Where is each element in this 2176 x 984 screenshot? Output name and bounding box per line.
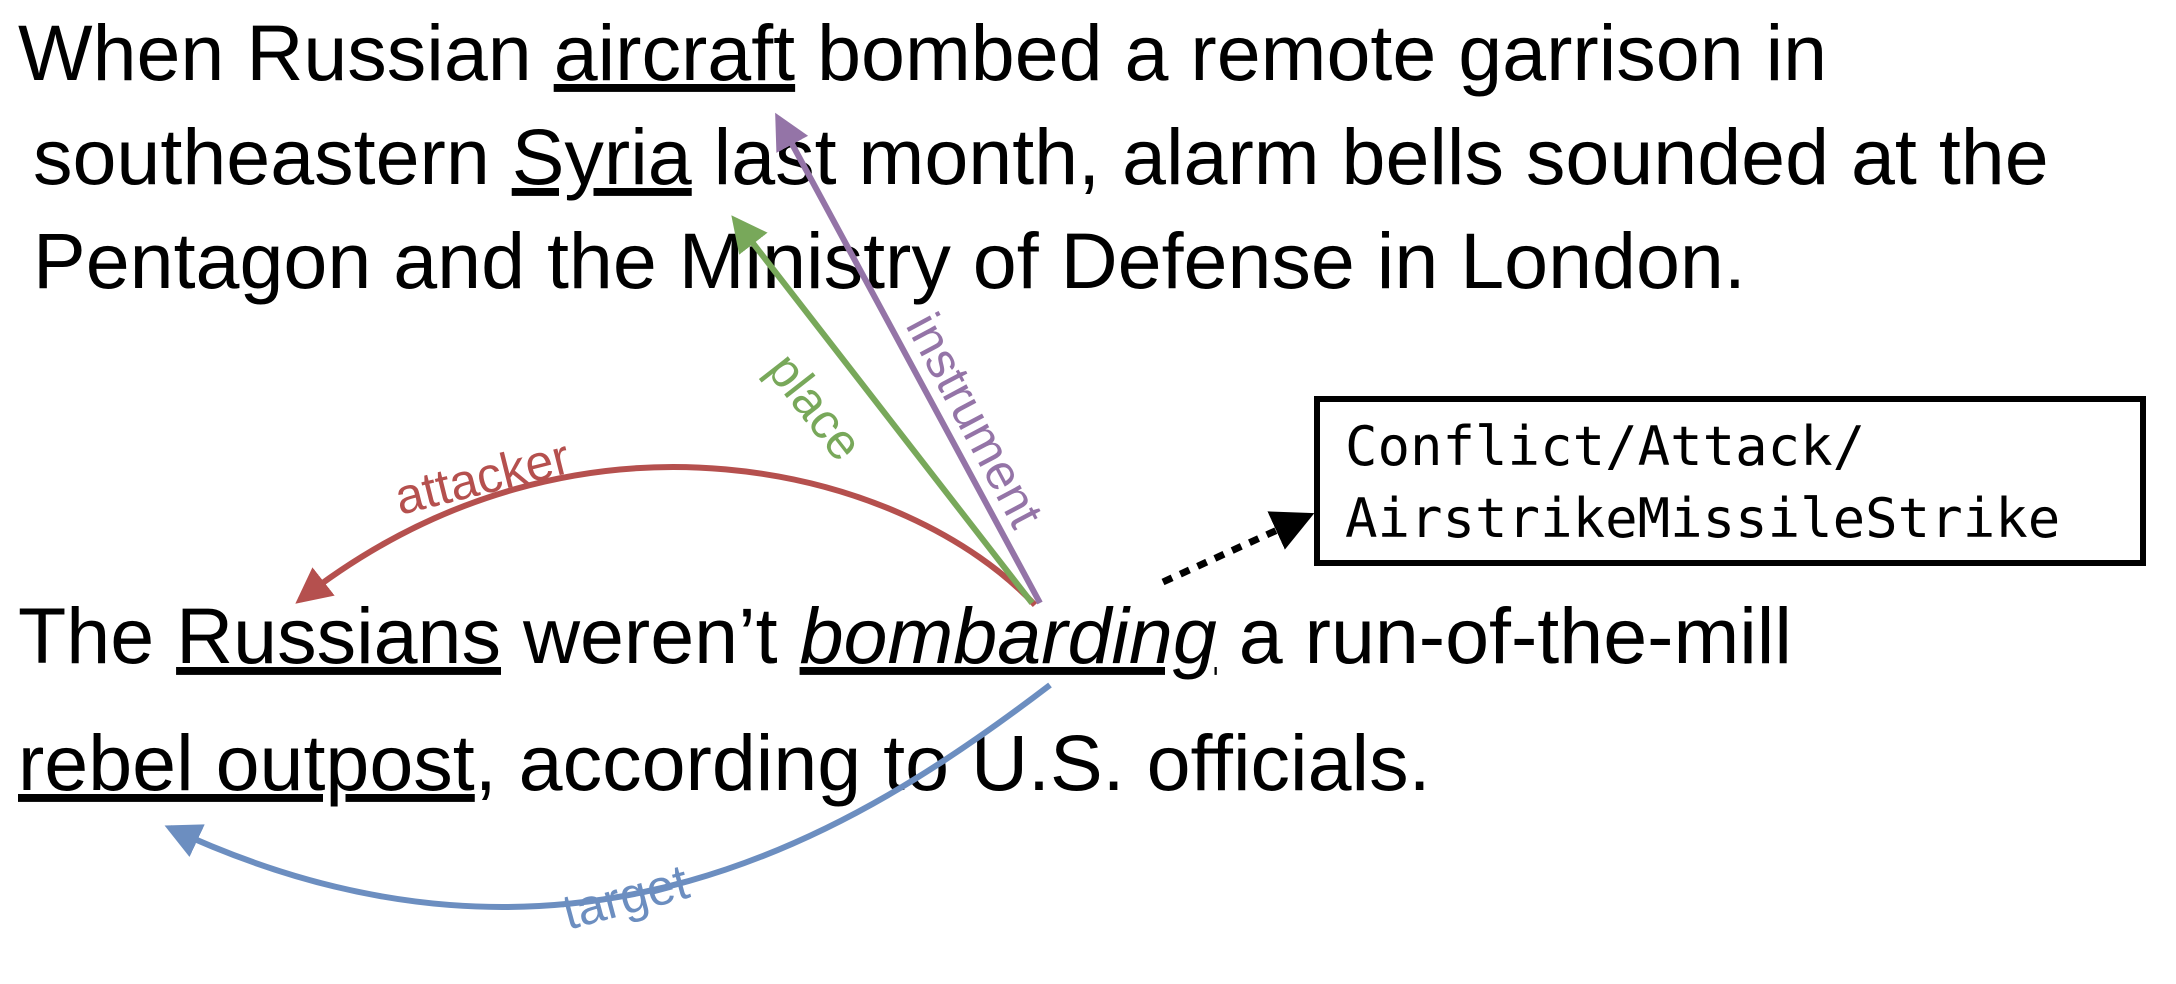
sentence1-line2: southeastern Syria last month, alarm bel…: [33, 112, 2049, 201]
sentence2-line1: The Russians weren’t bombarding a run-of…: [18, 591, 1792, 680]
place-label: place: [756, 342, 874, 471]
event-type-arrow: [1161, 511, 1315, 586]
place-arrow: [731, 215, 1035, 605]
attacker-label: attacker: [389, 428, 575, 525]
target-label: target: [556, 853, 694, 940]
target-arrow: [164, 682, 1052, 910]
argument-aircraft: aircraft: [554, 8, 795, 97]
argument-rebel-outpost: rebel outpost: [18, 718, 475, 807]
sentence1-line3: Pentagon and the Ministry of Defense in …: [33, 216, 1746, 305]
s1-line1-post: bombed a remote garrison in: [795, 8, 1827, 97]
s1-line2-pre: southeastern: [33, 112, 512, 201]
argument-russians: Russians: [176, 591, 501, 680]
s1-line1-pre: When Russian: [18, 8, 554, 97]
attacker-arrow: [295, 464, 1038, 608]
s1-line2-post: last month, alarm bells sounded at the: [692, 112, 2049, 201]
s2-line1-mid: weren’t: [501, 591, 800, 680]
instrument-label: instrument: [895, 304, 1054, 536]
event-type-box: [1314, 396, 2146, 566]
instrument-arrow: [775, 112, 1043, 605]
event-type-line1: Conflict/Attack/: [1345, 415, 1865, 478]
trigger-bombarding: bombarding: [800, 591, 1217, 680]
event-type-line2: AirstrikeMissileStrike: [1345, 487, 2060, 550]
s2-line2-post: , according to U.S. officials.: [475, 718, 1431, 807]
argument-syria: Syria: [512, 112, 692, 201]
s2-line1-post: a run-of-the-mill: [1217, 591, 1792, 680]
s2-line1-pre: The: [18, 591, 176, 680]
sentence2-line2: rebel outpost, according to U.S. officia…: [18, 718, 1431, 807]
sentence1-line1: When Russian aircraft bombed a remote ga…: [18, 8, 1827, 97]
